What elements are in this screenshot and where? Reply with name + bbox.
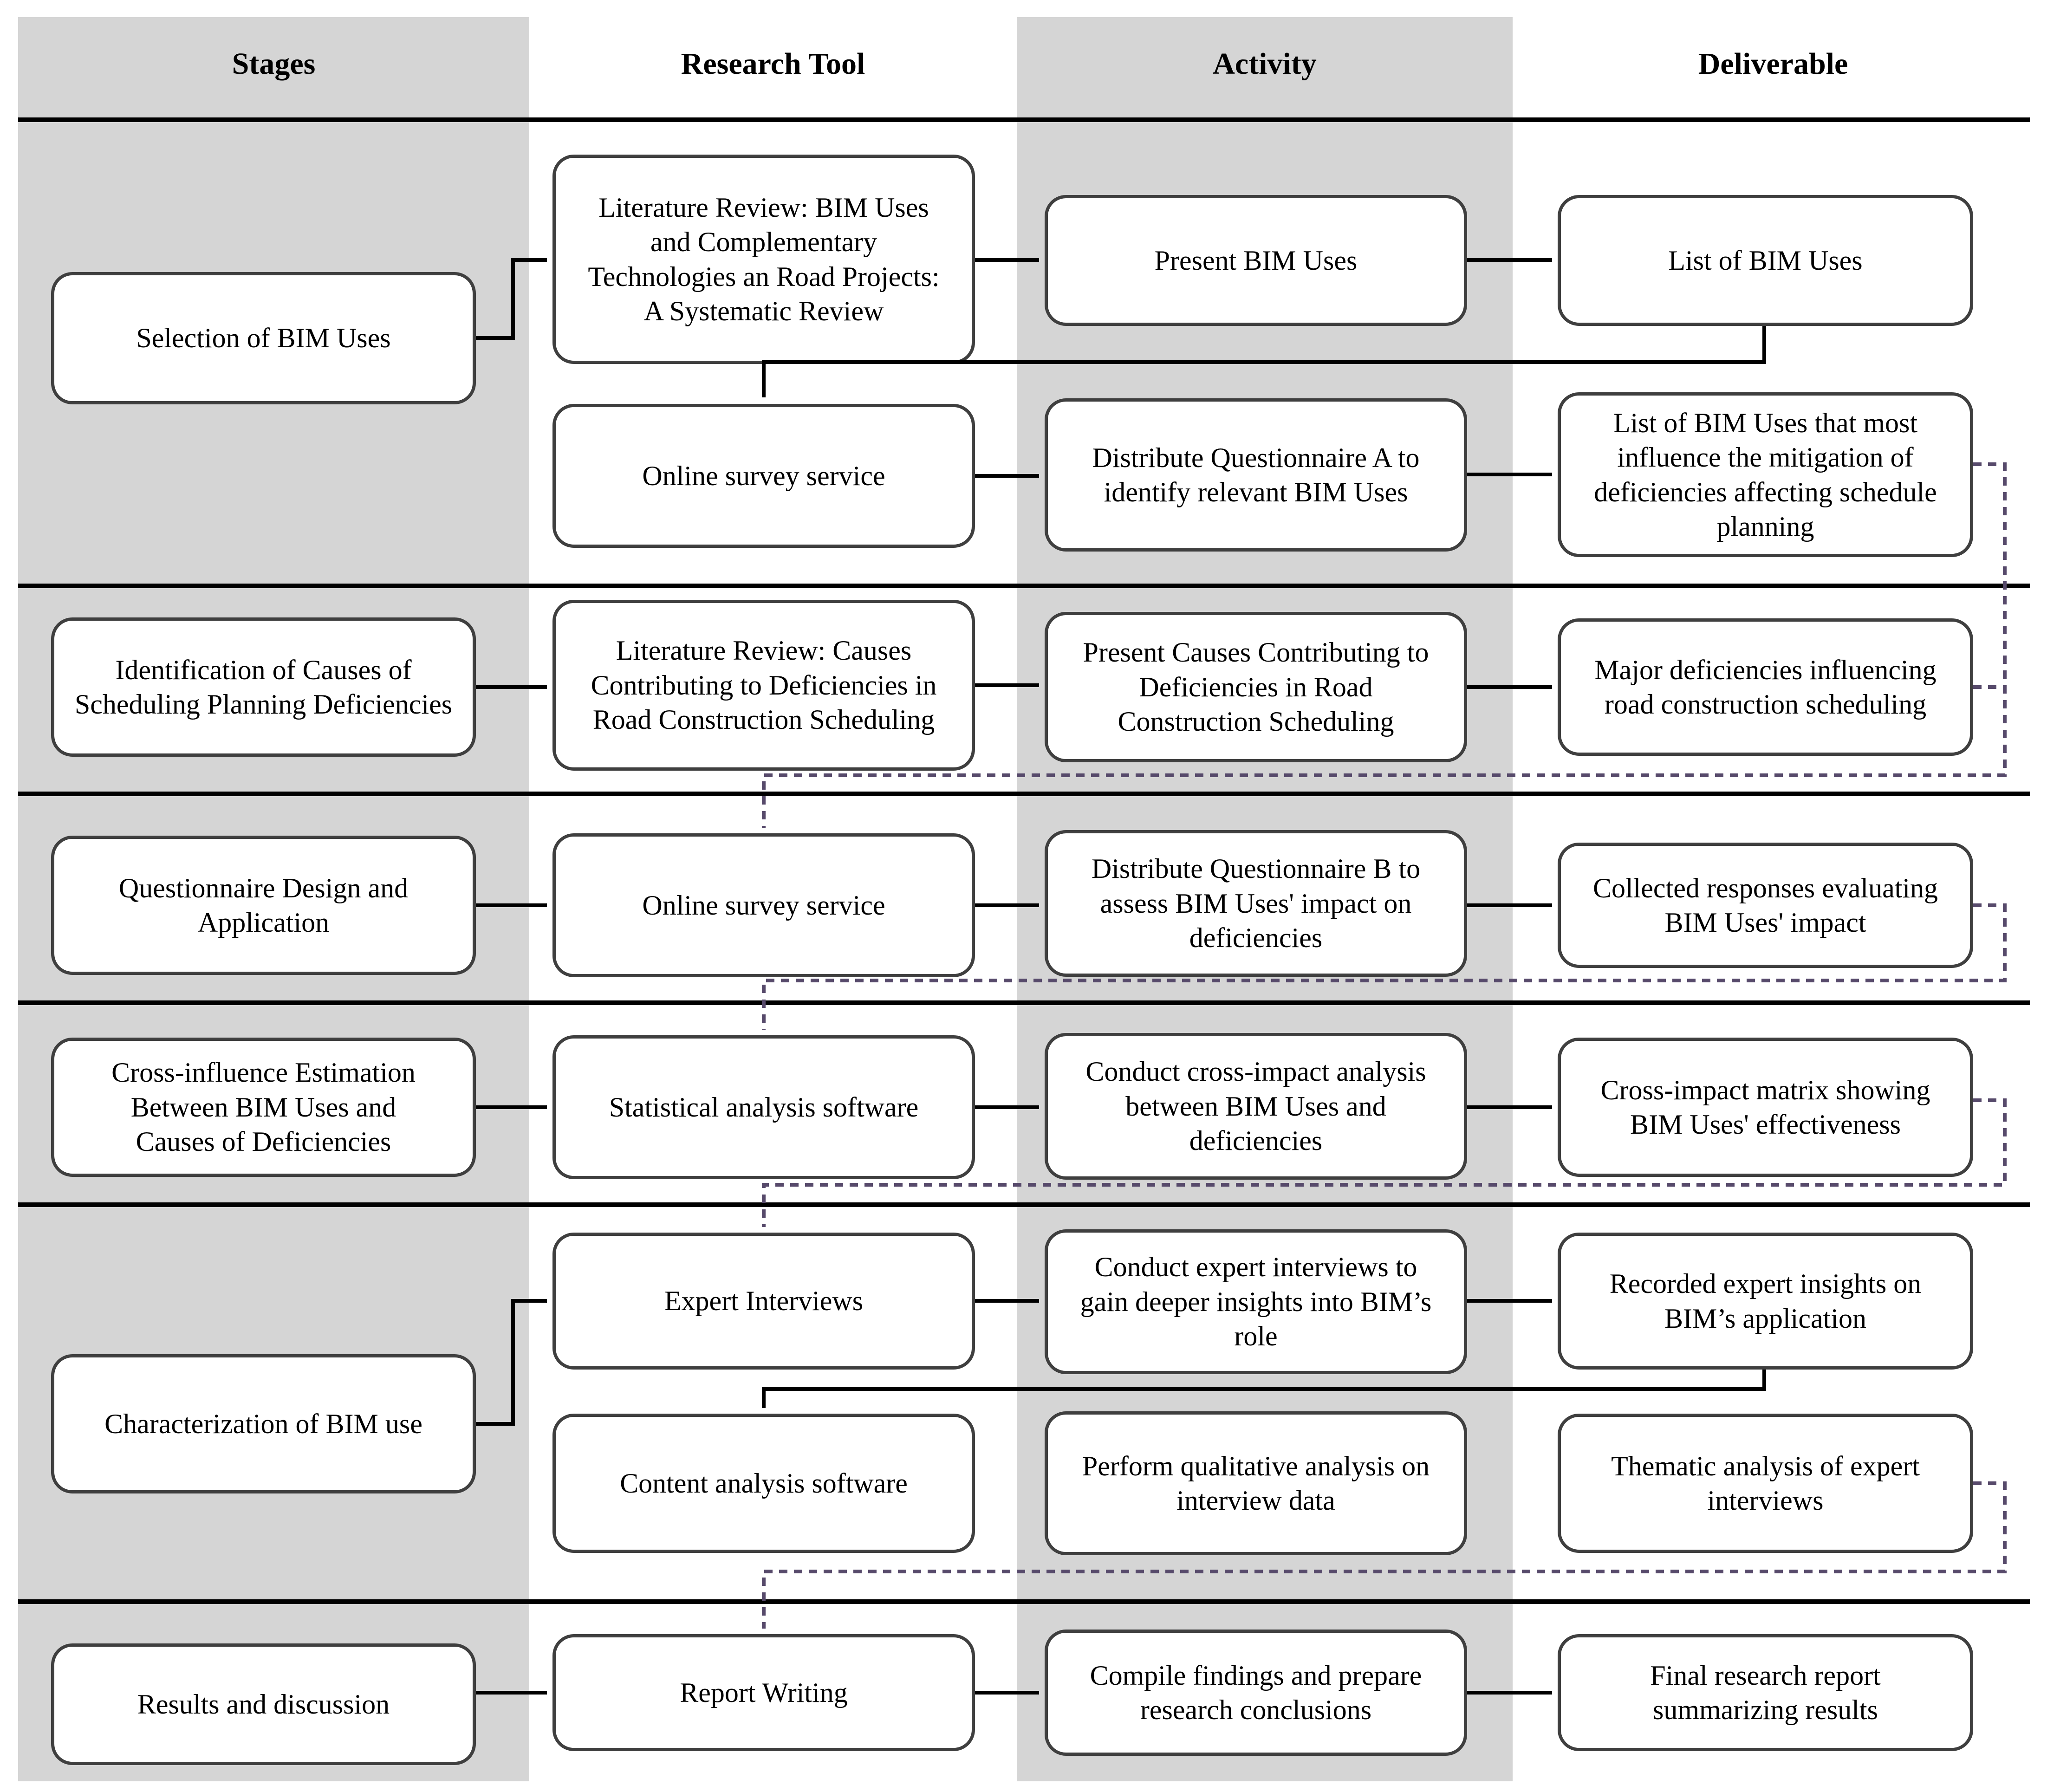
tool-label: Online survey service	[642, 460, 885, 491]
tool-label: Report Writing	[680, 1677, 848, 1708]
activity-box-distribute-questionnaire-b: Distribute Questionnaire B to assess BIM…	[1045, 830, 1467, 977]
deliverable-label: List of BIM Uses that most influence the…	[1594, 407, 1937, 542]
activity-label: Conduct expert interviews to gain deeper…	[1080, 1252, 1432, 1352]
column-header-deliverable: Deliverable	[1698, 47, 1848, 81]
tool-label: Expert Interviews	[664, 1286, 864, 1317]
deliverable-box-collected-responses: Collected responses evaluating BIM Uses'…	[1558, 843, 1973, 968]
deliverable-box-bim-uses-mitigation-list: List of BIM Uses that most influence the…	[1558, 392, 1973, 557]
stage-label: Identification of Causes of Scheduling P…	[74, 654, 453, 720]
column-header-activity: Activity	[1213, 47, 1317, 81]
activity-box-compile-findings: Compile findings and prepare research co…	[1045, 1630, 1467, 1756]
stage-label: Results and discussion	[137, 1688, 390, 1720]
separator-row1	[18, 584, 2030, 588]
stage-box-cross-influence-estimation: Cross-influence Estimation Between BIM U…	[51, 1038, 476, 1177]
column-header-stages: Stages	[232, 47, 316, 81]
activity-label: Distribute Questionnaire A to identify r…	[1092, 442, 1420, 507]
tool-label: Literature Review: Causes Contributing t…	[591, 635, 937, 735]
activity-box-perform-qualitative-analysis: Perform qualitative analysis on intervie…	[1045, 1411, 1467, 1555]
tool-box-online-survey-service-1: Online survey service	[552, 404, 975, 548]
stage-box-results-and-discussion: Results and discussion	[51, 1643, 476, 1765]
tool-label: Literature Review: BIM Uses and Compleme…	[588, 192, 940, 326]
activity-box-distribute-questionnaire-a: Distribute Questionnaire A to identify r…	[1045, 398, 1467, 552]
column-header-research-tool: Research Tool	[681, 47, 865, 81]
deliverable-box-cross-impact-matrix: Cross-impact matrix showing BIM Uses' ef…	[1558, 1038, 1973, 1177]
separator-row3	[18, 1000, 2030, 1005]
activity-label: Distribute Questionnaire B to assess BIM…	[1091, 853, 1421, 954]
stage-label: Cross-influence Estimation Between BIM U…	[111, 1057, 416, 1157]
separator-row5	[18, 1599, 2030, 1604]
tool-label: Online survey service	[642, 890, 885, 921]
deliverable-box-thematic-analysis: Thematic analysis of expert interviews	[1558, 1414, 1973, 1553]
stage-box-identification-of-causes: Identification of Causes of Scheduling P…	[51, 617, 476, 757]
deliverable-label: Collected responses evaluating BIM Uses'…	[1592, 872, 1938, 938]
deliverable-box-list-of-bim-uses: List of BIM Uses	[1558, 195, 1973, 326]
activity-label: Present BIM Uses	[1154, 245, 1358, 276]
activity-label: Perform qualitative analysis on intervie…	[1082, 1450, 1430, 1516]
activity-label: Compile findings and prepare research co…	[1090, 1660, 1422, 1725]
tool-label: Content analysis software	[620, 1467, 908, 1499]
tool-box-content-analysis-software: Content analysis software	[552, 1414, 975, 1553]
deliverable-label: Major deficiencies influencing road cons…	[1594, 654, 1937, 720]
stage-box-questionnaire-design: Questionnaire Design and Application	[51, 836, 476, 975]
tool-box-expert-interviews: Expert Interviews	[552, 1233, 975, 1370]
separator-header	[18, 117, 2030, 122]
activity-label: Present Causes Contributing to Deficienc…	[1083, 637, 1429, 737]
stage-box-selection-of-bim-uses: Selection of BIM Uses	[51, 272, 476, 404]
deliverable-box-major-deficiencies: Major deficiencies influencing road cons…	[1558, 618, 1973, 756]
stage-label: Characterization of BIM use	[104, 1408, 422, 1439]
deliverable-box-recorded-expert-insights: Recorded expert insights on BIM’s applic…	[1558, 1233, 1973, 1370]
separator-row2	[18, 792, 2030, 796]
tool-box-literature-review-bim-uses: Literature Review: BIM Uses and Compleme…	[552, 155, 975, 364]
deliverable-label: Final research report summarizing result…	[1650, 1660, 1881, 1725]
stage-label: Selection of BIM Uses	[136, 323, 391, 354]
activity-label: Conduct cross-impact analysis between BI…	[1085, 1056, 1426, 1156]
activity-box-conduct-expert-interviews: Conduct expert interviews to gain deeper…	[1045, 1229, 1467, 1374]
activity-box-conduct-cross-impact-analysis: Conduct cross-impact analysis between BI…	[1045, 1033, 1467, 1180]
deliverable-label: Cross-impact matrix showing BIM Uses' ef…	[1600, 1074, 1930, 1140]
stage-box-characterization-of-bim-use: Characterization of BIM use	[51, 1354, 476, 1493]
tool-box-online-survey-service-2: Online survey service	[552, 833, 975, 977]
stage-label: Questionnaire Design and Application	[118, 872, 409, 938]
activity-box-present-bim-uses: Present BIM Uses	[1045, 195, 1467, 326]
tool-box-literature-review-causes: Literature Review: Causes Contributing t…	[552, 600, 975, 771]
deliverable-label: Thematic analysis of expert interviews	[1611, 1450, 1920, 1516]
deliverable-label: Recorded expert insights on BIM’s applic…	[1609, 1268, 1922, 1334]
deliverable-box-final-research-report: Final research report summarizing result…	[1558, 1634, 1973, 1751]
tool-box-statistical-analysis-software: Statistical analysis software	[552, 1035, 975, 1179]
activity-box-present-causes: Present Causes Contributing to Deficienc…	[1045, 612, 1467, 762]
tool-label: Statistical analysis software	[609, 1091, 919, 1123]
deliverable-label: List of BIM Uses	[1668, 245, 1863, 276]
tool-box-report-writing: Report Writing	[552, 1634, 975, 1751]
separator-row4	[18, 1202, 2030, 1207]
